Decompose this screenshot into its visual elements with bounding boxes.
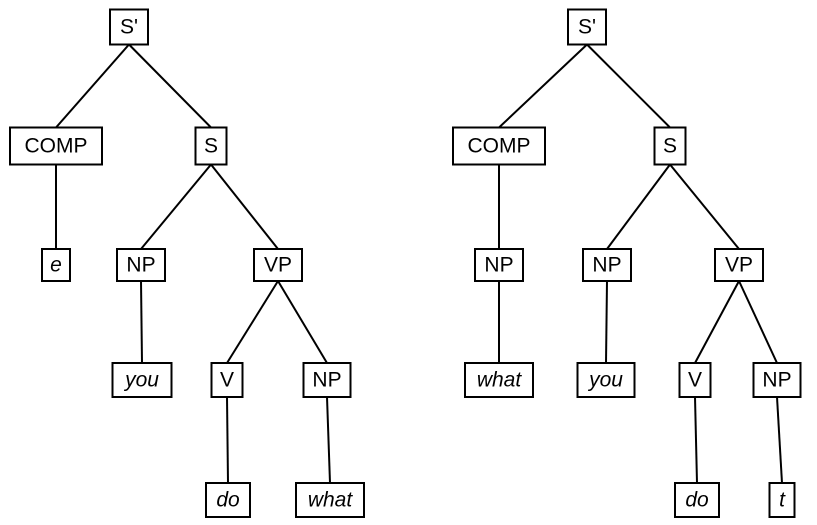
- tree-node-np: NP: [752, 362, 802, 398]
- node-label: S: [204, 135, 218, 158]
- node-box: [678, 362, 712, 398]
- tree-node-np: NP: [116, 248, 166, 282]
- node-box: [674, 482, 720, 518]
- node-label: COMP: [468, 135, 531, 158]
- node-label: V: [220, 369, 234, 392]
- node-box: [41, 248, 71, 282]
- node-label: V: [688, 369, 702, 392]
- node-box: [111, 362, 173, 398]
- tree-edges-right-tree: [498, 43, 783, 484]
- node-box: [116, 248, 166, 282]
- node-label: NP: [592, 254, 621, 277]
- tree-node-you: you: [576, 362, 636, 398]
- node-label: VP: [264, 254, 292, 277]
- tree-edge: [669, 163, 740, 250]
- node-label: S': [578, 16, 596, 39]
- node-label: do: [685, 489, 709, 512]
- tree-edge: [694, 396, 698, 484]
- node-box: [464, 362, 534, 398]
- tree-node-you: you: [111, 362, 173, 398]
- node-label: NP: [484, 254, 513, 277]
- node-label: S: [663, 135, 677, 158]
- tree-edge: [606, 163, 671, 250]
- tree-edge: [226, 396, 229, 484]
- tree-node-np: NP: [582, 248, 632, 282]
- node-label: what: [308, 489, 354, 512]
- node-label: what: [477, 369, 523, 392]
- node-box: [205, 482, 251, 518]
- node-box: [210, 362, 244, 398]
- node-label: t: [779, 489, 786, 512]
- tree-node-sbar: S': [567, 8, 607, 46]
- node-label: e: [50, 254, 62, 277]
- node-label: NP: [126, 254, 155, 277]
- tree-node-v: V: [210, 362, 244, 398]
- tree-node-do: do: [205, 482, 251, 518]
- tree-node-comp: COMP: [9, 126, 103, 166]
- tree-node-np: NP: [474, 248, 524, 282]
- node-box: [452, 126, 546, 166]
- node-box: [653, 126, 687, 166]
- node-label: NP: [312, 369, 341, 392]
- tree-edge: [738, 280, 778, 364]
- tree-node-s: S: [653, 126, 687, 166]
- tree-node-what: what: [295, 482, 365, 518]
- tree-edge: [776, 396, 783, 484]
- node-box: [295, 482, 365, 518]
- node-label: NP: [762, 369, 791, 392]
- tree-node-np: NP: [302, 362, 352, 398]
- tree-node-v: V: [678, 362, 712, 398]
- node-box: [253, 248, 303, 282]
- node-label: VP: [725, 254, 753, 277]
- node-box: [714, 248, 764, 282]
- tree-edge: [140, 163, 212, 250]
- node-label: you: [123, 369, 159, 392]
- tree-node-vp: VP: [253, 248, 303, 282]
- tree-edge: [586, 43, 671, 129]
- tree-edge: [605, 280, 608, 364]
- node-box: [752, 362, 802, 398]
- tree-node-sbar: S': [109, 8, 149, 46]
- tree-edge: [55, 43, 130, 129]
- node-box: [9, 126, 103, 166]
- tree-edge: [277, 280, 328, 364]
- tree-edge: [498, 43, 588, 129]
- tree-edge: [210, 163, 279, 250]
- tree-edge: [326, 396, 331, 484]
- tree-node-comp: COMP: [452, 126, 546, 166]
- node-label: you: [587, 369, 623, 392]
- node-box: [567, 8, 607, 46]
- edges-layer: [55, 43, 783, 484]
- tree-node-s: S: [194, 126, 228, 166]
- tree-edge: [694, 280, 740, 364]
- node-box: [194, 126, 228, 166]
- tree-edge: [128, 43, 212, 129]
- tree-edge: [140, 280, 143, 364]
- tree-node-do: do: [674, 482, 720, 518]
- node-box: [576, 362, 636, 398]
- node-label: COMP: [25, 135, 88, 158]
- tree-nodes-right-tree: S' COMP S NP NP VP what you V NP do t: [452, 8, 802, 518]
- node-label: S': [120, 16, 138, 39]
- tree-node-what: what: [464, 362, 534, 398]
- tree-edges-left-tree: [55, 43, 331, 484]
- tree-edge: [226, 280, 279, 364]
- node-box: [768, 482, 796, 518]
- node-box: [474, 248, 524, 282]
- node-box: [109, 8, 149, 46]
- node-box: [302, 362, 352, 398]
- node-label: do: [216, 489, 240, 512]
- tree-node-e: e: [41, 248, 71, 282]
- tree-node-t: t: [768, 482, 796, 518]
- tree-node-vp: VP: [714, 248, 764, 282]
- node-box: [582, 248, 632, 282]
